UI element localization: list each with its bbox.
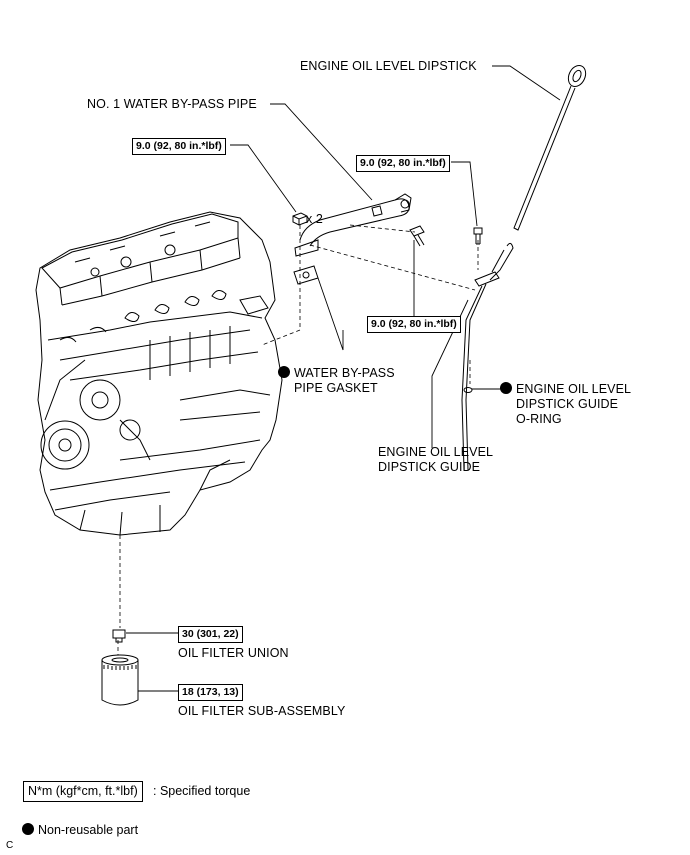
label-oil-filter: OIL FILTER SUB-ASSEMBLY: [178, 704, 346, 718]
assembly-guide-lines: [117, 224, 479, 655]
label-o-ring: ENGINE OIL LEVEL DIPSTICK GUIDE O-RING: [500, 382, 631, 427]
water-bypass-pipe-illustration: [294, 193, 412, 257]
engine-block-illustration: [35, 211, 283, 536]
label-water-bypass-pipe: NO. 1 WATER BY-PASS PIPE: [87, 97, 257, 111]
label-gasket: WATER BY-PASS PIPE GASKET: [278, 366, 395, 396]
guide-bolt-illustration: [473, 227, 483, 245]
dipstick-illustration: [513, 64, 587, 231]
gasket-illustration: [293, 265, 319, 285]
label-gasket-line1: WATER BY-PASS: [294, 366, 395, 380]
label-dipstick: ENGINE OIL LEVEL DIPSTICK: [300, 59, 477, 73]
legend-nonreusable: Non-reusable part: [22, 823, 138, 838]
label-o-ring-line3: O-RING: [516, 412, 562, 426]
torque-guide-bolt: 9.0 (92, 80 in.*lbf): [356, 155, 450, 172]
oil-filter-union-illustration: [112, 629, 126, 643]
nonreusable-marker: [278, 366, 290, 378]
legend-torque-box: N*m (kgf*cm, ft.*lbf): [23, 781, 143, 802]
label-dipstick-guide-line2: DIPSTICK GUIDE: [378, 460, 481, 474]
torque-oil-filter-union: 30 (301, 22): [178, 626, 243, 643]
label-dipstick-guide: ENGINE OIL LEVEL DIPSTICK GUIDE: [378, 445, 493, 475]
label-dipstick-guide-line1: ENGINE OIL LEVEL: [378, 445, 494, 459]
nonreusable-marker: [500, 382, 512, 394]
label-gasket-line2: PIPE GASKET: [294, 381, 378, 395]
nonreusable-marker: [22, 823, 34, 835]
torque-pipe-nut: 9.0 (92, 80 in.*lbf): [132, 138, 226, 155]
legend-torque-desc: : Specified torque: [153, 784, 251, 798]
legend-nonreusable-text: Non-reusable part: [38, 823, 139, 837]
pipe-nut-illustration: [292, 212, 308, 226]
label-multiplier: x 2: [306, 212, 323, 226]
label-o-ring-line2: DIPSTICK GUIDE: [516, 397, 619, 411]
pipe-bolt-illustration: [409, 225, 425, 247]
o-ring-illustration: [463, 387, 473, 393]
corner-code: C: [6, 840, 14, 851]
label-oil-filter-union: OIL FILTER UNION: [178, 646, 289, 660]
torque-pipe-bolt: 9.0 (92, 80 in.*lbf): [367, 316, 461, 333]
torque-oil-filter: 18 (173, 13): [178, 684, 243, 701]
label-o-ring-line1: ENGINE OIL LEVEL: [516, 382, 632, 396]
oil-filter-illustration: [101, 654, 139, 706]
dipstick-guide-illustration: [461, 242, 514, 471]
